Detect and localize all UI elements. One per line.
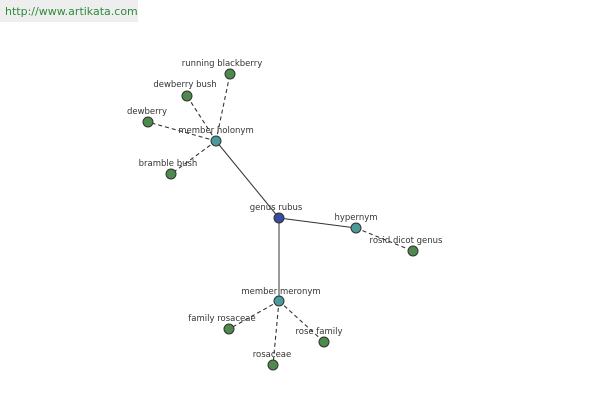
node-rosaceae[interactable] <box>267 359 279 371</box>
node-label-hypernym[interactable]: hypernym <box>334 213 377 223</box>
edge-genus-rubus-to-hypernym <box>278 217 357 229</box>
node-label-dewberry-bush[interactable]: dewberry bush <box>153 80 216 90</box>
node-running-blackberry[interactable] <box>224 68 236 80</box>
node-rosid-dicot-genus[interactable] <box>407 245 419 257</box>
node-label-member-meronym[interactable]: member meronym <box>241 287 320 297</box>
node-bramble-bush[interactable] <box>165 168 177 180</box>
node-hypernym[interactable] <box>350 222 362 234</box>
node-genus-rubus[interactable] <box>273 212 285 224</box>
edge-member-meronym-to-rosaceae <box>272 300 280 366</box>
node-label-rose-family[interactable]: rose family <box>295 327 342 337</box>
edge-member-meronym-to-family-rosaceae <box>228 300 280 330</box>
node-label-family-rosaceae[interactable]: family rosaceae <box>188 314 255 324</box>
node-label-running-blackberry[interactable]: running blackberry <box>182 59 263 69</box>
node-label-bramble-bush[interactable]: bramble bush <box>139 159 198 169</box>
node-family-rosaceae[interactable] <box>223 323 235 335</box>
edge-member-holonym-to-dewberry <box>147 121 217 142</box>
nodes-layer <box>142 68 419 371</box>
edge-genus-rubus-to-member-holonym <box>215 140 280 219</box>
edge-member-holonym-to-running-blackberry <box>215 73 231 142</box>
node-label-member-holonym[interactable]: member holonym <box>178 126 253 136</box>
node-dewberry-bush[interactable] <box>181 90 193 102</box>
edges-layer <box>147 73 414 366</box>
node-label-rosid-dicot-genus[interactable]: rosid dicot genus <box>370 236 443 246</box>
node-member-holonym[interactable] <box>210 135 222 147</box>
labels-layer: genus rubus member holonym hypernym member … <box>127 59 443 360</box>
edge-member-meronym-to-rose-family <box>278 300 325 343</box>
edge-member-holonym-to-dewberry-bush <box>186 95 217 142</box>
node-label-dewberry[interactable]: dewberry <box>127 107 167 117</box>
source-url-link[interactable]: http://www.artikata.com <box>5 5 138 18</box>
node-dewberry[interactable] <box>142 116 154 128</box>
node-label-rosaceae[interactable]: rosaceae <box>253 350 292 360</box>
node-member-meronym[interactable] <box>273 295 285 307</box>
edge-hypernym-to-rosid-dicot-genus <box>355 227 414 252</box>
source-bar: http://www.artikata.com <box>0 0 138 22</box>
node-rose-family[interactable] <box>318 336 330 348</box>
node-label-genus-rubus[interactable]: genus rubus <box>250 203 303 213</box>
edge-member-holonym-to-bramble-bush <box>170 140 217 175</box>
